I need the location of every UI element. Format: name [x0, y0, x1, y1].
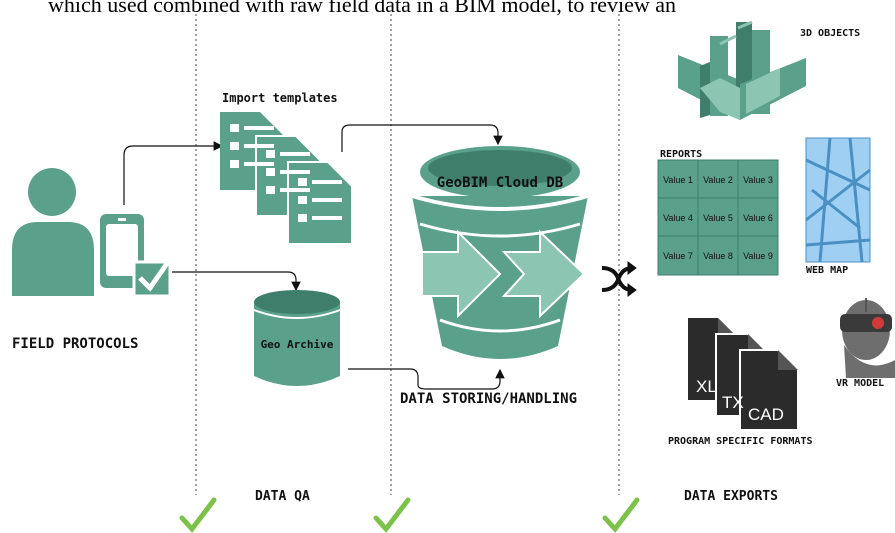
format-cad: CAD: [748, 405, 784, 424]
import-templates-label: Import templates: [222, 91, 338, 105]
web-map-label: WEB MAP: [806, 265, 848, 276]
file-icon: [688, 318, 799, 431]
connectors: [123, 124, 505, 390]
report-cell: Value 4: [663, 213, 693, 223]
checkmark-icon: [602, 497, 640, 533]
geo-archive-label: Geo Archive: [261, 338, 334, 351]
phone-check-icon: [100, 214, 172, 298]
checkmark-icon: [373, 497, 411, 533]
report-cell: Value 2: [703, 175, 733, 185]
report-cell: Value 6: [743, 213, 773, 223]
objects-3d-label: 3D OBJECTS: [800, 28, 860, 39]
data-exports-label: DATA EXPORTS: [684, 489, 778, 504]
format-tx: TX: [722, 393, 744, 412]
report-cell: Value 3: [743, 175, 773, 185]
buildings-icon: [678, 20, 806, 120]
field-protocols-label: FIELD PROTOCOLS: [12, 336, 138, 352]
column-separators: [195, 14, 620, 495]
report-cell: Value 7: [663, 251, 693, 261]
data-storing-label: DATA STORING/HANDLING: [400, 391, 577, 407]
report-cell: Value 9: [743, 251, 773, 261]
user-icon: [12, 168, 94, 296]
report-cell: Value 8: [703, 251, 733, 261]
vr-model-label: VR MODEL: [836, 378, 884, 389]
header-text: which used combined with raw field data …: [48, 0, 676, 17]
data-qa-label: DATA QA: [255, 489, 310, 504]
shuffle-icon: [601, 261, 637, 297]
program-formats-label: PROGRAM SPECIFIC FORMATS: [668, 436, 813, 447]
format-xl: XL: [696, 377, 717, 396]
vr-headset-icon: [840, 298, 895, 378]
report-cell: Value 5: [703, 213, 733, 223]
report-cell: Value 1: [663, 175, 693, 185]
reports-table: Value 1 Value 2 Value 3 Value 4 Value 5 Value…: [657, 159, 779, 276]
template-icon: [220, 112, 353, 245]
checkmark-icon: [179, 497, 217, 533]
cloud-db-label: GeoBIM Cloud DB: [437, 175, 563, 191]
cloud-db-icon: [411, 146, 589, 359]
checkmark-icons: [179, 497, 640, 533]
reports-label: REPORTS: [660, 149, 702, 160]
database-icon: [253, 290, 341, 386]
map-icon: [805, 137, 871, 263]
